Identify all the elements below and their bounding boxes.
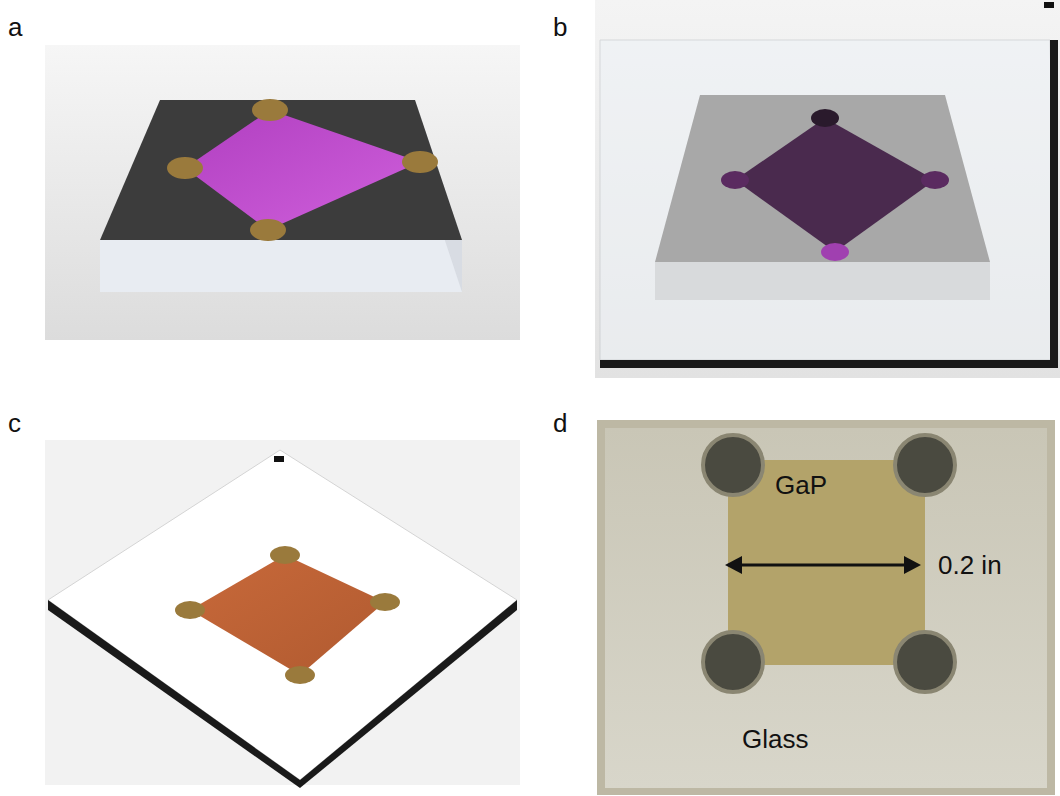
- dimension-label: 0.2 in: [938, 552, 1002, 578]
- panel-letter: a: [8, 14, 22, 40]
- panel-letter: d: [553, 410, 567, 436]
- panel-b-render: [595, 0, 1060, 378]
- panel-a-render: [45, 45, 520, 340]
- material-label: Glass: [742, 726, 808, 752]
- panel-c-render: [45, 440, 520, 788]
- panel-letter: c: [8, 410, 21, 436]
- material-label: GaP: [775, 472, 827, 498]
- panel-d-photo: [597, 420, 1055, 795]
- panel-letter: b: [553, 14, 567, 40]
